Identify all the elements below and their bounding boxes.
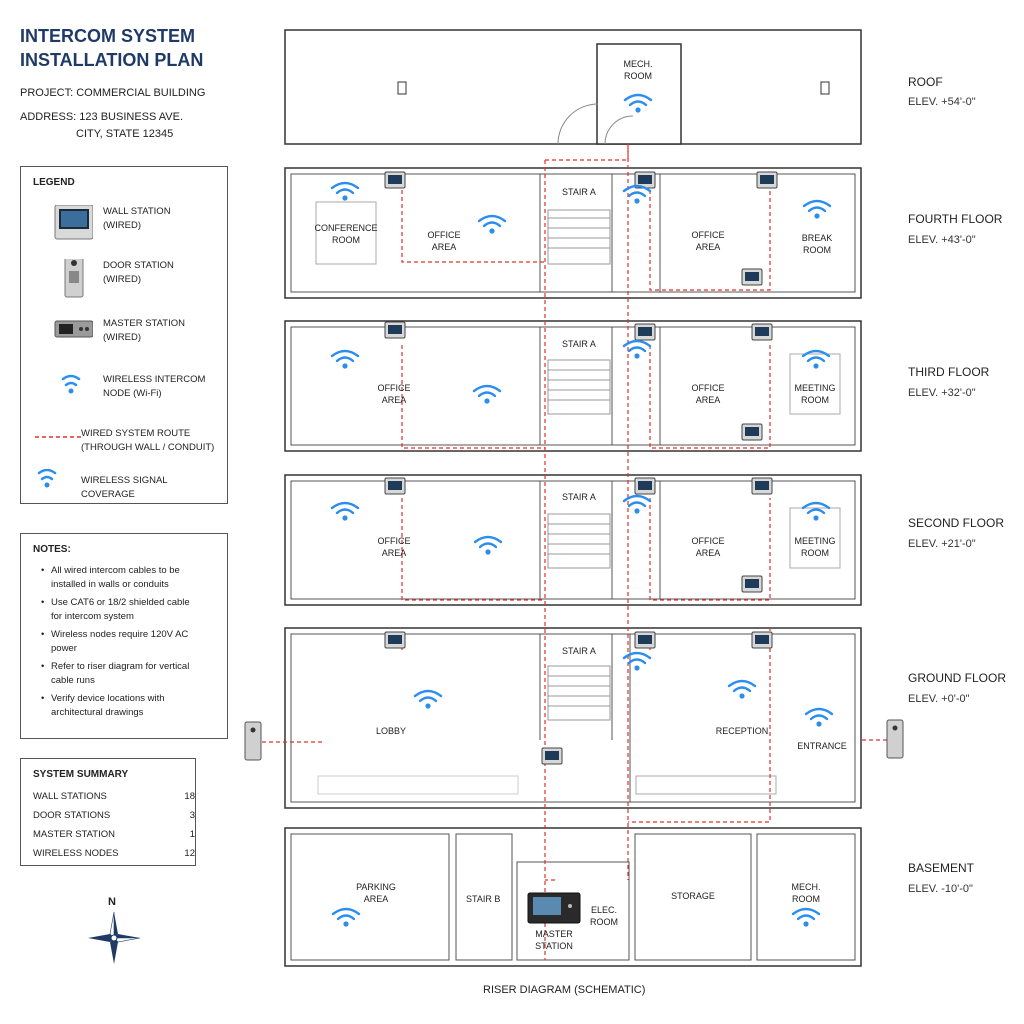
floor-elevation: ELEV. -10'-0"	[908, 883, 973, 895]
legend-label: WIRED SYSTEM ROUTE (THROUGH WALL / CONDU…	[81, 428, 215, 453]
room-label: MEETING ROOM	[794, 383, 836, 405]
legend-label: DOOR STATION (WIRED)	[103, 260, 174, 285]
master-station-icon	[43, 317, 94, 357]
summary-label: MASTER STATION	[33, 829, 115, 840]
address-line-2: CITY, STATE 12345	[76, 128, 174, 140]
room-label: MECH. ROOM	[623, 59, 653, 81]
legend-box: LEGEND WALL STATION (WIRED) DOOR STATION…	[20, 166, 228, 504]
room-label: ENTRANCE	[797, 741, 847, 751]
project-name: PROJECT: COMMERCIAL BUILDING	[20, 87, 206, 99]
legend-label: WALL STATION (WIRED)	[103, 206, 171, 231]
stair-label: STAIR A	[562, 187, 596, 197]
address-line-1: ADDRESS: 123 BUSINESS AVE.	[20, 111, 184, 123]
title-line-1: INTERCOM SYSTEM	[20, 26, 196, 46]
room-label: MASTER STATION	[535, 929, 573, 951]
master-station-icon	[527, 892, 581, 924]
second-floor-plan	[284, 474, 862, 606]
wired-routes	[262, 144, 890, 960]
floor-elevation: ELEV. +54'-0"	[908, 96, 976, 108]
floor-elevation: ELEV. +0'-0"	[908, 693, 970, 705]
room-label: MEETING ROOM	[794, 536, 836, 558]
legend-item-wall-station: WALL STATION (WIRED)	[33, 204, 233, 245]
third-floor-plan	[284, 320, 862, 452]
page-title: INTERCOM SYSTEM INSTALLATION PLAN	[20, 24, 203, 72]
floor-elevation: ELEV. +21'-0"	[908, 538, 976, 550]
room-label: STORAGE	[671, 891, 715, 901]
notes-list: All wired intercom cables to be installe…	[31, 564, 231, 724]
legend-label: MASTER STATION (WIRED)	[103, 318, 185, 343]
room-label: OFFICE AREA	[377, 536, 411, 558]
room-label: OFFICE AREA	[691, 230, 725, 252]
room-label: MECH. ROOM	[791, 882, 821, 904]
legend-title: LEGEND	[33, 177, 75, 188]
title-line-2: INSTALLATION PLAN	[20, 50, 204, 70]
stair-label: STAIR A	[562, 646, 596, 656]
note-item: Wireless nodes require 120V AC power	[41, 628, 231, 656]
door-stations	[244, 719, 904, 761]
roof-vent	[820, 81, 830, 95]
room-label: LOBBY	[375, 726, 406, 736]
legend-item-wired-route: WIRED SYSTEM ROUTE (THROUGH WALL / CONDU…	[23, 427, 223, 467]
room-label: OFFICE AREA	[691, 536, 725, 558]
summary-value: 3	[189, 810, 195, 821]
legend-item-wireless-node: WIRELESS INTERCOM NODE (Wi-Fi)	[33, 373, 233, 413]
floor-name: THIRD FLOOR	[908, 365, 990, 379]
legend-item-wireless-coverage: WIRELESS SIGNAL COVERAGE	[23, 468, 223, 509]
wall-station-icon	[43, 204, 94, 245]
note-item: Verify device locations with architectur…	[41, 692, 231, 720]
summary-label: DOOR STATIONS	[33, 810, 111, 821]
summary-value: 18	[184, 791, 195, 802]
legend-label: WIRELESS INTERCOM NODE (Wi-Fi)	[103, 374, 206, 399]
notes-title: NOTES:	[33, 544, 71, 555]
room-label: OFFICE AREA	[691, 383, 725, 405]
dashed-line-icon	[31, 427, 83, 467]
riser-diagram-caption: RISER DIAGRAM (SCHEMATIC)	[483, 984, 646, 996]
room-label: OFFICE AREA	[427, 230, 461, 252]
floor-name: SECOND FLOOR	[908, 516, 1005, 530]
legend-item-master-station: MASTER STATION (WIRED)	[33, 317, 233, 357]
room-label: ELEC. ROOM	[590, 905, 618, 927]
floor-elevation: ELEV. +43'-0"	[908, 234, 976, 246]
room-label: RECEPTION	[715, 726, 769, 736]
room-label: PARKING AREA	[356, 882, 396, 904]
note-item: All wired intercom cables to be installe…	[41, 564, 231, 592]
roof-vent	[397, 81, 407, 95]
roof-outline	[284, 29, 862, 145]
notes-box: NOTES: All wired intercom cables to be i…	[20, 533, 228, 739]
wifi-icon	[31, 468, 81, 509]
floor-elevation: ELEV. +32'-0"	[908, 387, 976, 399]
room-label: CONFERENCE ROOM	[314, 223, 378, 245]
floor-name: GROUND FLOOR	[908, 671, 1007, 685]
room-label: OFFICE AREA	[377, 383, 411, 405]
summary-label: WALL STATIONS	[33, 791, 107, 802]
summary-row: WALL STATIONS 18	[33, 791, 195, 802]
stair-label: STAIR A	[562, 339, 596, 349]
fourth-floor-plan	[284, 167, 862, 299]
floor-name: BASEMENT	[908, 861, 975, 875]
floor-name: ROOF	[908, 75, 943, 89]
summary-row: MASTER STATION 1	[33, 829, 195, 840]
summary-row: WIRELESS NODES 12	[33, 848, 195, 859]
room-label: BREAK ROOM	[801, 233, 833, 255]
ground-floor-plan	[284, 627, 862, 809]
wifi-icon	[43, 373, 93, 413]
stair-label: STAIR A	[562, 492, 596, 502]
compass-north-label: N	[108, 896, 116, 908]
note-item: Use CAT6 or 18/2 shielded cable for inte…	[41, 596, 231, 624]
stair-label: STAIR B	[466, 894, 501, 904]
summary-value: 12	[184, 848, 195, 859]
system-summary-box: SYSTEM SUMMARY WALL STATIONS 18 DOOR STAT…	[20, 758, 196, 866]
legend-label: WIRELESS SIGNAL COVERAGE	[81, 475, 168, 500]
summary-label: WIRELESS NODES	[33, 848, 119, 859]
summary-title: SYSTEM SUMMARY	[33, 769, 129, 780]
summary-row: DOOR STATIONS 3	[33, 810, 195, 821]
summary-value: 1	[189, 829, 195, 840]
floor-name: FOURTH FLOOR	[908, 212, 1003, 226]
note-item: Refer to riser diagram for vertical cabl…	[41, 660, 231, 688]
compass-rose-icon	[88, 911, 141, 964]
